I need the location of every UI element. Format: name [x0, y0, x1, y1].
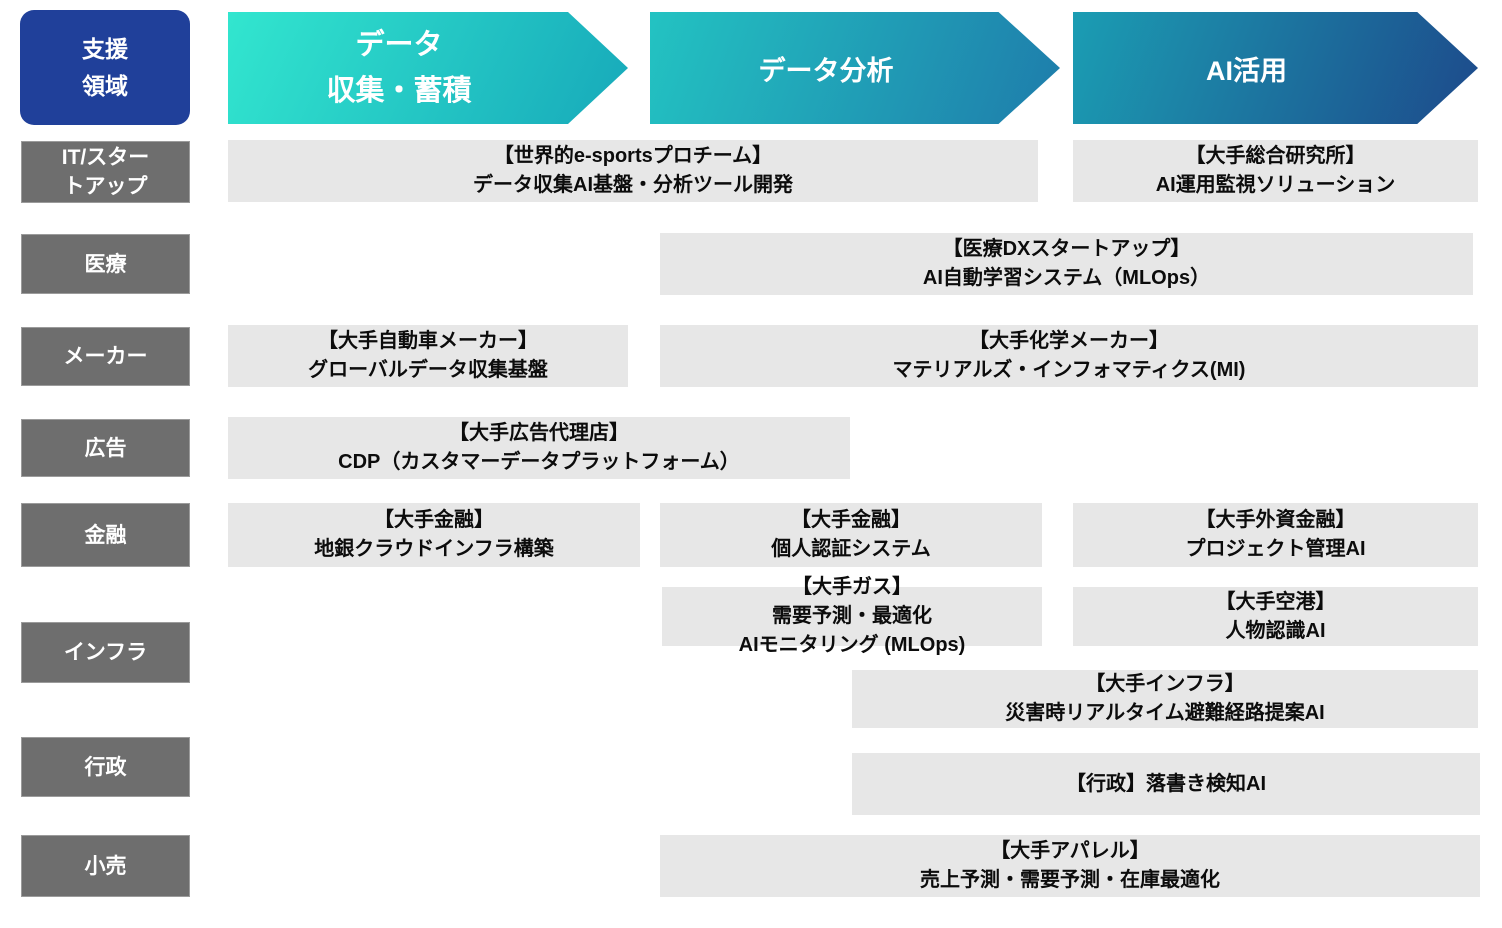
- row-label-maker-text: メーカー: [63, 345, 148, 368]
- row-label-infrastructure: インフラ: [21, 622, 190, 683]
- cell-gas-client: 【大手ガス】: [792, 576, 912, 598]
- row-label-government: 行政: [21, 737, 190, 797]
- cell-airport-client: 【大手空港】: [1215, 590, 1336, 613]
- row-label-infrastructure-text: インフラ: [63, 641, 148, 664]
- row-label-retail-text: 小売: [84, 854, 127, 878]
- cell-gas-company: 【大手ガス】 需要予測・最適化 AIモニタリング (MLOps): [662, 576, 1042, 656]
- row-label-it-startup-line1: IT/スター: [61, 146, 150, 169]
- cell-airport: 【大手空港】 人物認識AI: [1073, 587, 1478, 646]
- cell-research-client: 【大手総合研究所】: [1185, 145, 1366, 167]
- corner-header-support-domain: 支援 領域: [20, 10, 190, 125]
- row-label-finance: 金融: [21, 503, 190, 567]
- cell-infrastructure-project: 災害時リアルタイム避難経路提案AI: [1005, 702, 1325, 724]
- cell-finance-auth: 【大手金融】 個人認証システム: [660, 503, 1042, 567]
- cell-chemical-client: 【大手化学メーカー】: [969, 330, 1169, 352]
- cell-finance-auth-client: 【大手金融】: [791, 509, 911, 531]
- cell-foreign-finance-project: プロジェクト管理AI: [1185, 538, 1366, 560]
- row-label-medical: 医療: [21, 234, 190, 294]
- phase-arrow-ai-utilization-label: AI活用: [1206, 55, 1287, 86]
- row-label-maker: メーカー: [21, 327, 190, 386]
- cell-finance-cloud: 【大手金融】 地銀クラウドインフラ構築: [228, 503, 640, 567]
- corner-header-line1: 支援: [82, 35, 128, 62]
- cell-gas-project: 需要予測・最適化: [772, 605, 932, 627]
- cell-ad-project: CDP（カスタマーデータプラットフォーム）: [338, 451, 740, 473]
- cell-ad-agency: 【大手広告代理店】 CDP（カスタマーデータプラットフォーム）: [228, 417, 850, 479]
- row-label-advertising: 広告: [21, 419, 190, 477]
- cell-government-text: 【行政】落書き検知AI: [1066, 772, 1266, 795]
- row-label-it-startup: IT/スター トアップ: [21, 141, 190, 203]
- cell-esports-client: 【世界的e-sportsプロチーム】: [493, 145, 773, 167]
- row-label-finance-text: 金融: [84, 523, 127, 547]
- cell-foreign-finance: 【大手外資金融】 プロジェクト管理AI: [1073, 503, 1478, 567]
- cell-medical-dx: 【医療DXスタートアップ】 AI自動学習システム（MLOps）: [660, 233, 1473, 295]
- phase-arrow-data-collection-line2: 収集・蓄積: [326, 75, 472, 107]
- cell-foreign-finance-client: 【大手外資金融】: [1195, 509, 1356, 531]
- cell-chemical-project: マテリアルズ・インフォマティクス(MI): [892, 359, 1246, 381]
- row-label-government-text: 行政: [84, 755, 127, 779]
- cell-ad-client: 【大手広告代理店】: [448, 422, 629, 444]
- cell-medical-project: AI自動学習システム（MLOps）: [922, 267, 1211, 289]
- cell-auto-project: グローバルデータ収集基盤: [308, 359, 548, 381]
- cell-finance-cloud-client: 【大手金融】: [374, 509, 494, 531]
- corner-header-line2: 領域: [82, 72, 128, 99]
- cell-infrastructure: 【大手インフラ】 災害時リアルタイム避難経路提案AI: [852, 670, 1478, 728]
- cell-esports-project: データ収集AI基盤・分析ツール開発: [473, 174, 793, 196]
- cell-apparel-project: 売上予測・需要予測・在庫最適化: [920, 869, 1220, 891]
- phase-arrow-ai-utilization: AI活用: [1073, 12, 1478, 124]
- cell-apparel-client: 【大手アパレル】: [990, 840, 1150, 862]
- cell-apparel: 【大手アパレル】 売上予測・需要予測・在庫最適化: [660, 835, 1480, 897]
- cell-government: 【行政】落書き検知AI: [852, 753, 1480, 815]
- row-label-advertising-text: 広告: [84, 436, 127, 460]
- cell-infrastructure-client: 【大手インフラ】: [1085, 673, 1245, 695]
- cell-esports-team: 【世界的e-sportsプロチーム】 データ収集AI基盤・分析ツール開発: [228, 140, 1038, 202]
- cell-gas-project2: AIモニタリング (MLOps): [738, 634, 966, 656]
- cell-research-project: AI運用監視ソリューション: [1155, 174, 1396, 196]
- phase-arrow-data-collection-line1: データ: [355, 29, 443, 61]
- cell-finance-cloud-project: 地銀クラウドインフラ構築: [314, 538, 554, 560]
- cell-medical-client: 【医療DXスタートアップ】: [942, 238, 1191, 260]
- phase-arrow-data-analysis-label: データ分析: [758, 55, 894, 86]
- row-label-retail: 小売: [21, 835, 190, 897]
- phase-arrow-data-analysis: データ分析: [650, 12, 1060, 124]
- cell-auto-client: 【大手自動車メーカー】: [318, 330, 538, 352]
- cell-chemical-maker: 【大手化学メーカー】 マテリアルズ・インフォマティクス(MI): [660, 325, 1478, 387]
- phase-arrow-data-collection: データ 収集・蓄積: [228, 12, 628, 124]
- cell-research-institute: 【大手総合研究所】 AI運用監視ソリューション: [1073, 140, 1478, 202]
- cell-finance-auth-project: 個人認証システム: [771, 538, 931, 560]
- row-label-medical-text: 医療: [84, 252, 127, 276]
- cell-airport-project: 人物認識AI: [1225, 619, 1326, 642]
- row-label-it-startup-line2: トアップ: [63, 175, 148, 198]
- cell-auto-maker: 【大手自動車メーカー】 グローバルデータ収集基盤: [228, 325, 628, 387]
